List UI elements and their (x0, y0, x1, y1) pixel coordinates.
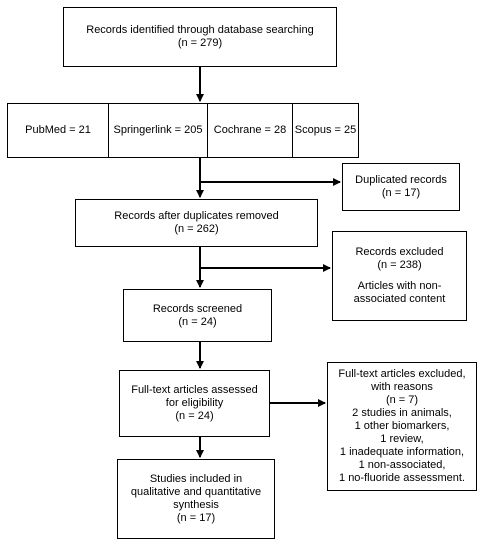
databases-row: PubMed = 21 Springerlink = 205 Cochrane … (7, 103, 359, 158)
duplicated-records-label: Duplicated records (355, 174, 447, 186)
records-identified-box: Records identified through database sear… (63, 7, 337, 67)
records-identified-label: Records identified through database sear… (86, 24, 314, 36)
studies-included-box: Studies included in qualitative and quan… (117, 459, 275, 539)
database-cochrane: Cochrane = 28 (208, 104, 293, 157)
database-pubmed: PubMed = 21 (8, 104, 109, 157)
fulltext-excluded-line: Full-text articles excluded, (338, 368, 466, 380)
fulltext-excluded-line: 2 studies in animals, (352, 407, 452, 419)
after-duplicates-label: Records after duplicates removed (114, 210, 279, 222)
records-excluded-reason-1: Articles with non- (357, 280, 442, 292)
fulltext-assessed-count: (n = 24) (175, 410, 214, 422)
records-excluded-box: Records excluded (n = 238) Articles with… (332, 231, 467, 321)
records-identified-count: (n = 279) (177, 37, 223, 49)
fulltext-assessed-label-1: Full-text articles assessed (131, 384, 258, 396)
studies-included-label-3: synthesis (173, 499, 219, 511)
studies-included-label-1: Studies included in (149, 473, 243, 485)
duplicated-records-count: (n = 17) (381, 187, 421, 199)
records-screened-box: Records screened (n = 24) (123, 289, 272, 342)
fulltext-excluded-line: 1 non-associated, (358, 459, 446, 471)
fulltext-assessed-box: Full-text articles assessed for eligibil… (119, 370, 270, 437)
fulltext-excluded-line: (n = 7) (385, 394, 419, 406)
fulltext-assessed-label-2: for eligibility (165, 397, 224, 409)
studies-included-count: (n = 17) (176, 512, 216, 524)
fulltext-excluded-line: 1 inadequate information, (339, 446, 465, 458)
fulltext-excluded-box: Full-text articles excluded, with reason… (327, 362, 477, 491)
records-excluded-count: (n = 238) (377, 259, 422, 271)
duplicated-records-box: Duplicated records (n = 17) (342, 163, 460, 211)
fulltext-excluded-line: with reasons (371, 381, 433, 393)
fulltext-excluded-line: 1 other biomarkers, (354, 420, 450, 432)
studies-included-label-2: qualitative and quantitative (130, 486, 262, 498)
fulltext-excluded-line: 1 no-fluoride assessment. (339, 472, 465, 484)
records-excluded-label: Records excluded (355, 246, 444, 258)
database-scopus: Scopus = 25 (294, 124, 357, 136)
database-springerlink: Springerlink = 205 (109, 104, 208, 157)
after-duplicates-count: (n = 262) (174, 223, 219, 235)
records-excluded-reason-2: associated content (353, 293, 446, 305)
fulltext-excluded-line: 1 review, (380, 433, 424, 445)
after-duplicates-box: Records after duplicates removed (n = 26… (75, 199, 318, 247)
records-screened-label: Records screened (152, 302, 243, 315)
records-screened-count: (n = 24) (178, 315, 217, 328)
